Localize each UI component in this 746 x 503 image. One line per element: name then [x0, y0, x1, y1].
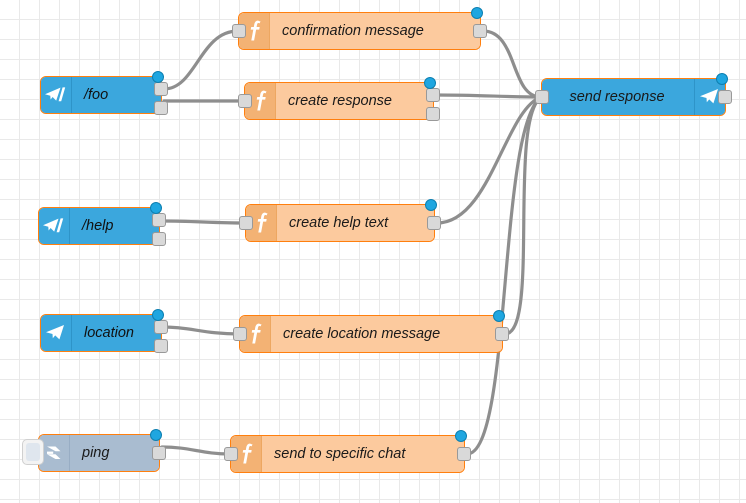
node-label: /foo — [84, 87, 109, 103]
status-dot — [152, 309, 164, 321]
node-label: create location message — [283, 326, 441, 342]
node-label: send response — [569, 89, 665, 105]
status-dot — [150, 202, 162, 214]
status-dot — [471, 7, 483, 19]
inject-trigger-button[interactable] — [22, 439, 44, 465]
node-location-trigger[interactable]: location — [40, 309, 168, 353]
output-port-1[interactable] — [426, 107, 440, 121]
wire-specific-chat-to-send — [465, 95, 543, 456]
wire-help-text-to-send — [435, 95, 543, 225]
input-port[interactable] — [238, 94, 252, 108]
node-label: send to specific chat — [274, 446, 406, 462]
output-port-1[interactable] — [154, 101, 168, 115]
output-port-0[interactable] — [473, 24, 487, 38]
node-create-help-text[interactable]: create help text — [239, 199, 441, 242]
wire-help-to-help-text — [160, 219, 247, 225]
status-dot — [455, 430, 467, 442]
input-port[interactable] — [224, 447, 238, 461]
output-port-0[interactable] — [152, 213, 166, 227]
wire-confirmation-to-send — [481, 29, 543, 99]
output-port-1[interactable] — [152, 232, 166, 246]
output-port-0[interactable] — [154, 82, 168, 96]
node-foo-command[interactable]: /foo — [40, 71, 168, 115]
output-port-0[interactable] — [426, 88, 440, 102]
status-dot — [716, 73, 728, 85]
output-port-0[interactable] — [152, 446, 166, 460]
input-port[interactable] — [233, 327, 247, 341]
telegram-command-icon — [41, 77, 72, 113]
node-send-response[interactable]: send response — [535, 73, 732, 116]
wire-location-message-to-send — [503, 95, 543, 336]
wire-create-response-to-send — [434, 93, 543, 99]
status-dot — [425, 199, 437, 211]
output-port-0[interactable] — [457, 447, 471, 461]
output-port-1[interactable] — [154, 339, 168, 353]
status-dot — [493, 310, 505, 322]
node-label: location — [84, 325, 134, 341]
node-ping-inject[interactable]: ping — [22, 429, 166, 472]
wire-ping-to-specific-chat — [160, 445, 232, 456]
node-label: create response — [288, 93, 392, 109]
node-label: create help text — [289, 215, 389, 231]
wire-foo-to-confirmation — [162, 29, 240, 91]
node-label: /help — [82, 218, 114, 234]
input-port[interactable] — [535, 90, 549, 104]
node-label: ping — [82, 445, 110, 461]
node-confirmation-message[interactable]: confirmation message — [232, 7, 487, 50]
telegram-command-icon — [39, 208, 70, 244]
node-create-location-message[interactable]: create location message — [233, 310, 509, 353]
node-help-command[interactable]: /help — [38, 202, 166, 246]
inject-arrow-icon — [39, 435, 70, 471]
inject-button-face — [26, 443, 40, 461]
output-port-0[interactable] — [718, 90, 732, 104]
status-dot — [152, 71, 164, 83]
input-port[interactable] — [232, 24, 246, 38]
input-port[interactable] — [239, 216, 253, 230]
status-dot — [424, 77, 436, 89]
output-port-0[interactable] — [154, 320, 168, 334]
telegram-icon — [41, 315, 72, 351]
function-f-icon — [239, 13, 270, 49]
node-label: confirmation message — [282, 23, 424, 39]
output-port-0[interactable] — [427, 216, 441, 230]
node-create-response[interactable]: create response — [238, 77, 440, 121]
node-send-to-specific-chat[interactable]: send to specific chat — [224, 430, 471, 473]
wire-location-to-location-message — [162, 325, 241, 336]
status-dot — [150, 429, 162, 441]
output-port-0[interactable] — [495, 327, 509, 341]
